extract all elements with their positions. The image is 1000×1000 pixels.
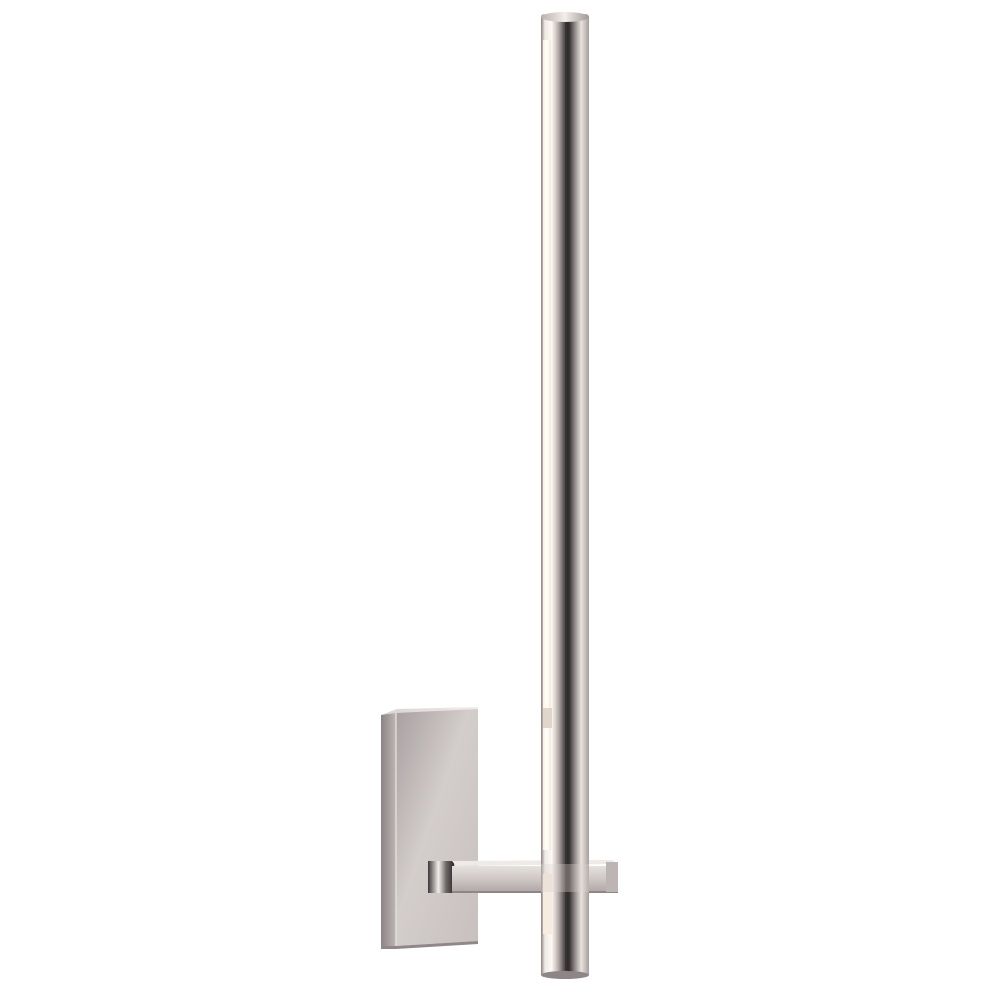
sconce-arm [428, 860, 618, 893]
back-plate [381, 707, 478, 949]
arm-reflection [541, 864, 589, 892]
light-bar [541, 12, 589, 979]
